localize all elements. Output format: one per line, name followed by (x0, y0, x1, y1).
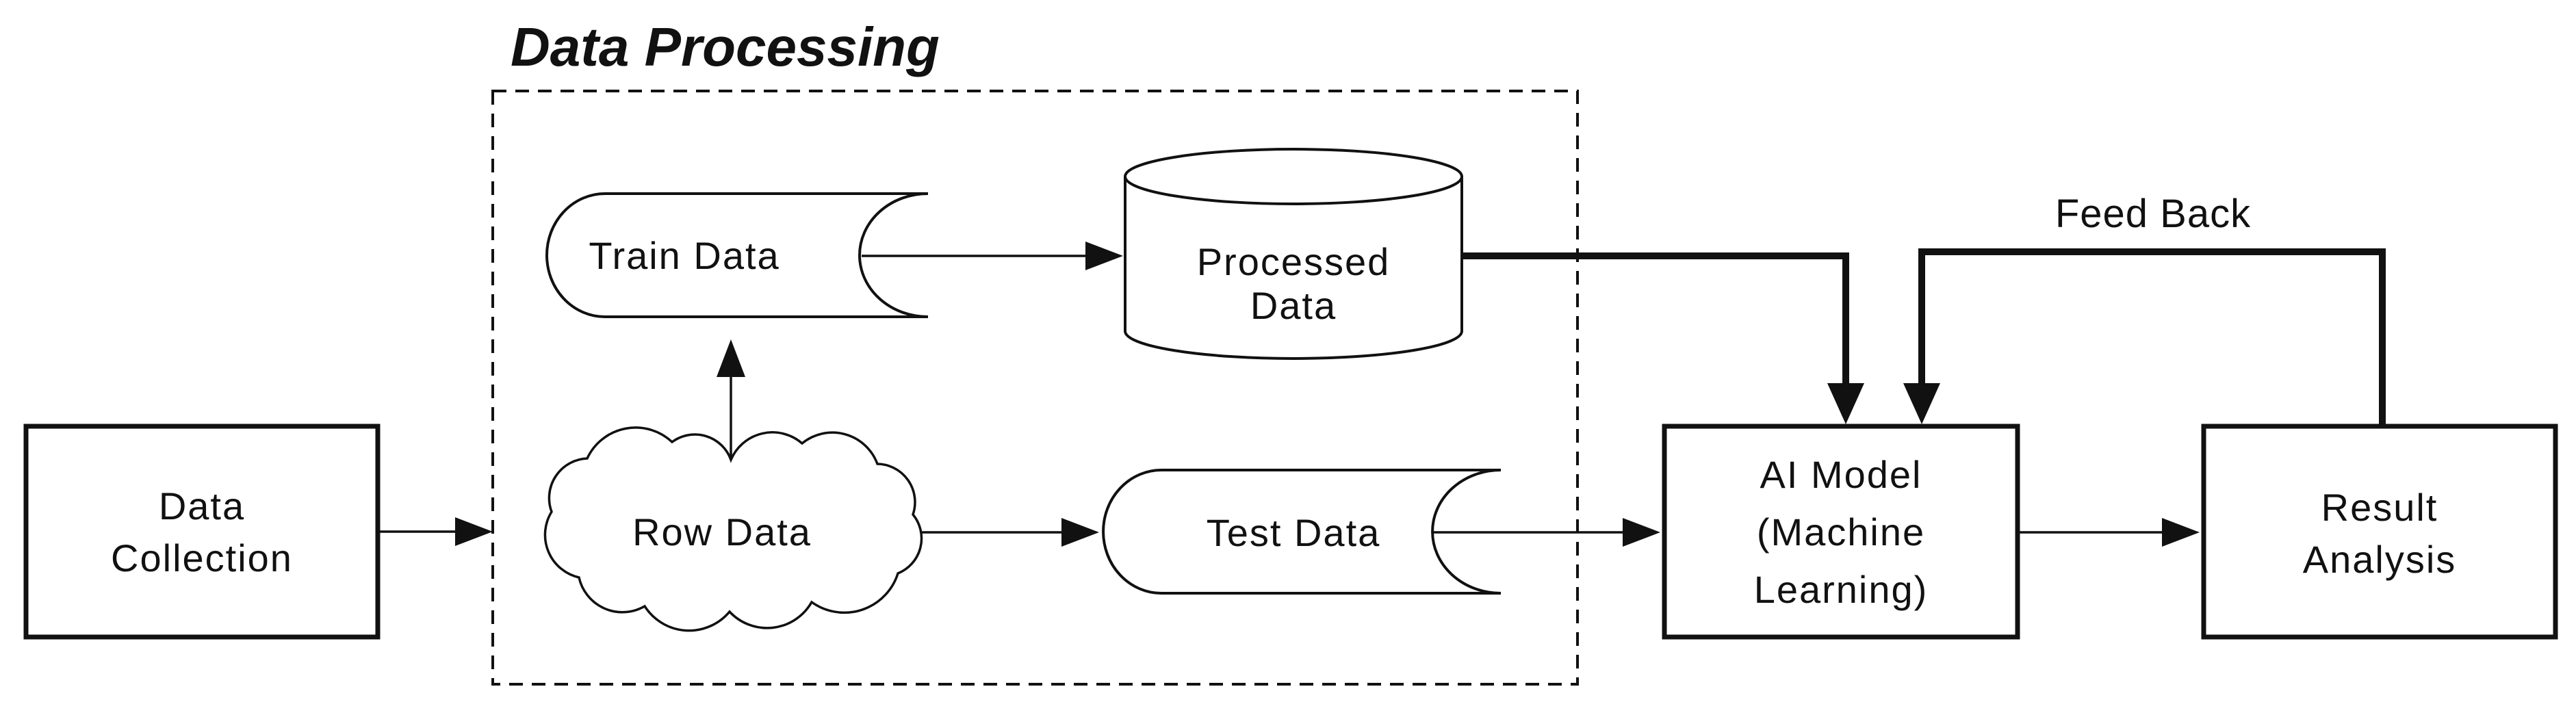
row-data-label: Row Data (632, 510, 812, 554)
node-train-data (545, 192, 929, 318)
arrowhead-right-icon (1061, 518, 1099, 547)
ai-model-label-line3: Learning) (1754, 568, 1929, 611)
container-title: Data Processing (511, 16, 940, 77)
arrow-row-data-to-train-data (717, 339, 745, 460)
node-row-data (543, 426, 923, 632)
result-analysis-label-line1: Result (2321, 486, 2438, 529)
processed-data-label-line1: Processed (1197, 240, 1391, 283)
feedback-edge-label: Feed Back (2055, 192, 2251, 236)
train-data-label: Train Data (589, 234, 780, 277)
node-ai-model (1662, 424, 2020, 640)
data-collection-label-line1: Data (159, 484, 245, 528)
node-processed-data (1124, 148, 1463, 360)
node-result-analysis (2201, 424, 2558, 640)
test-data-label: Test Data (1207, 511, 1381, 554)
arrowhead-right-icon (1623, 518, 1660, 547)
cylinder-top-icon (1124, 148, 1463, 205)
ai-model-label-line2: (Machine (1757, 510, 1925, 554)
arrow-feedback-result-to-ai-model (1903, 248, 2386, 429)
data-processing-container (491, 90, 1579, 686)
arrowhead-down-icon (1827, 383, 1864, 424)
data-collection-label-line2: Collection (111, 536, 293, 580)
node-test-data (1102, 469, 1502, 595)
arrowhead-down-icon (1903, 383, 1940, 424)
arrow-row-data-to-test-data (910, 518, 1099, 547)
arrowhead-up-icon (717, 339, 745, 377)
result-analysis-label-line2: Analysis (2303, 538, 2457, 581)
arrow-train-data-to-processed-data (862, 242, 1123, 270)
arrowhead-right-icon (1085, 242, 1123, 270)
processed-data-label-line2: Data (1250, 284, 1337, 327)
arrow-processed-data-to-ai-model (1462, 252, 1864, 424)
node-data-collection (23, 424, 381, 640)
ai-model-label-line1: AI Model (1760, 453, 1922, 496)
arrow-test-data-to-ai-model (1426, 518, 1660, 547)
arrow-data-collection-to-row-data (378, 517, 493, 546)
arrow-ai-model-to-result-analysis (2018, 518, 2200, 547)
arrowhead-right-icon (2162, 518, 2200, 547)
arrowhead-right-icon (455, 517, 493, 546)
